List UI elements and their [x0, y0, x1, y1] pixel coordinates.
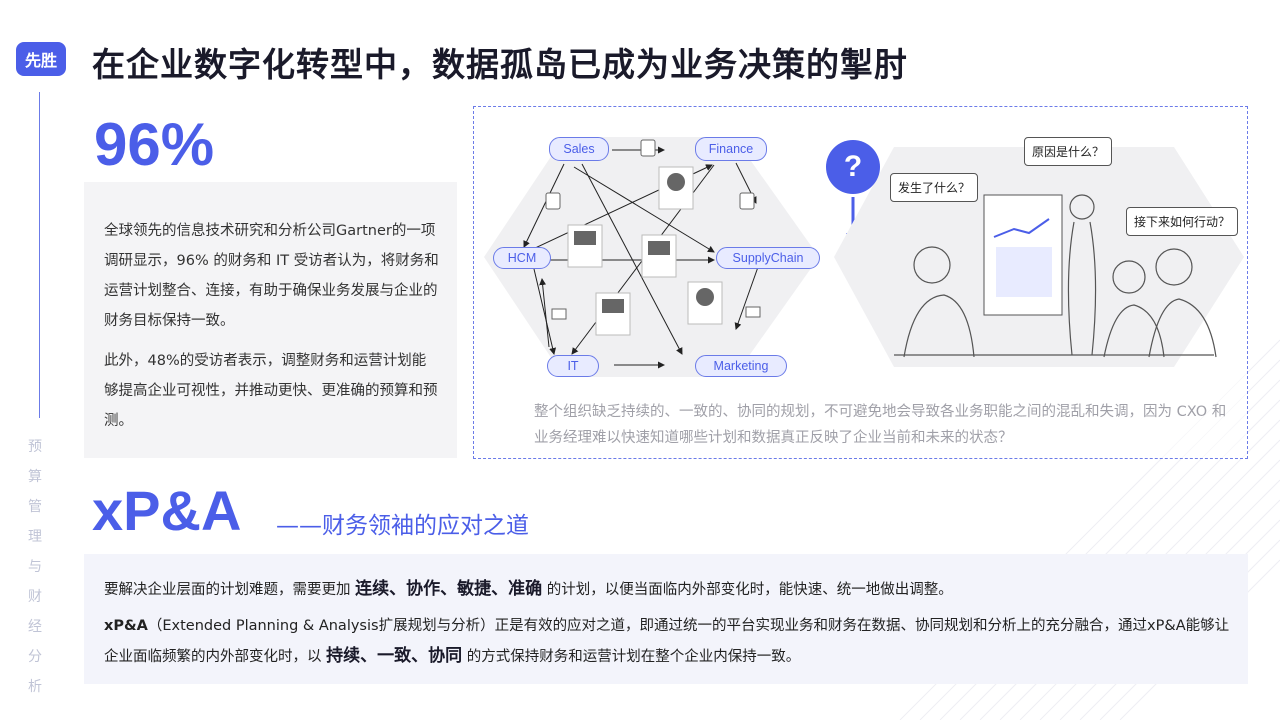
- line2-mid: （Extended Planning & Analysis扩展规划与分析）正是有…: [104, 618, 1230, 665]
- line2-post: 的方式保持财务和运营计划在整个企业内保持一致。: [462, 649, 801, 665]
- diagram-graphics: [484, 137, 1244, 377]
- line1-post: 的计划，以便当面临内外部变化时，能快速、统一地做出调整。: [542, 582, 953, 598]
- survey-paragraph-1: 全球领先的信息技术研究和分析公司Gartner的一项调研显示，96% 的财务和 …: [104, 223, 439, 329]
- page-title: 在企业数字化转型中，数据孤岛已成为业务决策的掣肘: [92, 45, 908, 84]
- line2-bold-term: xP&A: [104, 618, 148, 634]
- rail-section-label: 预算管理与财经分析: [28, 439, 42, 695]
- whiteboard-icon: [983, 194, 1063, 316]
- survey-paragraph-2: 此外，48%的受访者表示，调整财务和运营计划能够提高企业可视性，并推动更快、更准…: [104, 353, 438, 429]
- node-hcm: HCM: [493, 247, 551, 269]
- bubble-why: 原因是什么？: [1024, 137, 1113, 166]
- node-marketing: Marketing: [695, 355, 787, 377]
- node-sales: Sales: [549, 137, 609, 161]
- mail-icon: [551, 306, 761, 320]
- line1-pre: 要解决企业层面的计划难题，需要更加: [104, 582, 356, 598]
- bubble-what-happened: 发生了什么？: [890, 173, 979, 202]
- presentation-icon: [567, 224, 677, 336]
- explanation-line-2: xP&A（Extended Planning & Analysis扩展规划与分析…: [104, 611, 1230, 672]
- brand-logo: 先胜: [16, 42, 66, 76]
- bubble-next-action: 接下来如何行动？: [1126, 207, 1239, 236]
- document-icon: [545, 139, 755, 210]
- xpa-subtitle: ——财务领袖的应对之道: [276, 513, 529, 539]
- rail-divider: [39, 92, 40, 418]
- line2-emphasis: 持续、一致、协同: [326, 646, 463, 666]
- node-finance: Finance: [695, 137, 767, 161]
- explanation-line-1: 要解决企业层面的计划难题，需要更加 连续、协作、敏捷、准确 的计划，以便当面临内…: [104, 574, 1230, 605]
- xpa-explanation-panel: 要解决企业层面的计划难题，需要更加 连续、协作、敏捷、准确 的计划，以便当面临内…: [84, 554, 1248, 684]
- people-illustration: [894, 194, 1217, 358]
- pie-chart-icon: [658, 166, 723, 325]
- data-silo-diagram-panel: Sales Finance HCM SupplyChain IT Marketi…: [473, 106, 1248, 459]
- survey-description-panel: 全球领先的信息技术研究和分析公司Gartner的一项调研显示，96% 的财务和 …: [84, 182, 457, 458]
- question-mark-icon: ?: [826, 140, 880, 194]
- line1-emphasis: 连续、协作、敏捷、准确: [355, 579, 543, 599]
- node-it: IT: [547, 355, 599, 377]
- node-supplychain: SupplyChain: [716, 247, 820, 269]
- xpa-heading: xP&A: [92, 479, 242, 542]
- key-statistic: 96%: [94, 111, 215, 178]
- diagram-caption: 整个组织缺乏持续的、一致的、协同的规划，不可避免地会导致各业务职能之间的混乱和失…: [534, 404, 1227, 446]
